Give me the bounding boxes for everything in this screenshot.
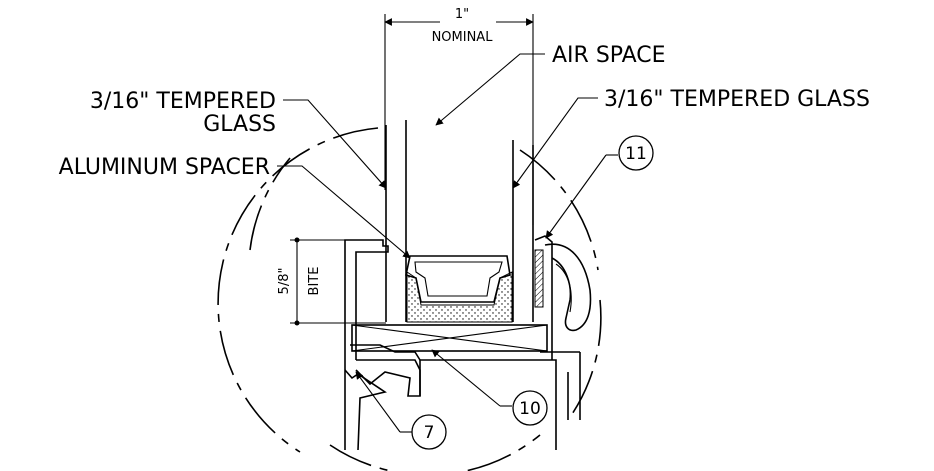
nominal-dimension-label: NOMINAL: [432, 30, 494, 45]
right-glass-label: 3/16" TEMPERED GLASS: [604, 87, 870, 112]
nominal-dimension: 1" NOMINAL: [384, 7, 534, 225]
spacer-callout: ALUMINUM SPACER: [59, 155, 411, 259]
air-space-label: AIR SPACE: [552, 43, 666, 68]
right-glass-callout: 3/16" TEMPERED GLASS: [512, 87, 870, 189]
callout-10: 10: [431, 349, 548, 426]
glazing-bead: [544, 243, 592, 332]
nominal-dimension-value: 1": [455, 7, 469, 22]
left-glass-label-line1: 3/16" TEMPERED: [90, 89, 276, 114]
callout-10-number: 10: [519, 399, 541, 419]
setting-block: [351, 324, 548, 352]
bite-dimension-label: BITE: [307, 267, 322, 296]
callout-7-number: 7: [424, 423, 435, 443]
spacer-label: ALUMINUM SPACER: [59, 155, 270, 180]
right-glass-lite: [512, 140, 534, 322]
bite-dimension-value: 5/8": [277, 268, 292, 295]
left-glass-callout: 3/16" TEMPERED GLASS: [90, 89, 387, 189]
left-glass-label-line2: GLASS: [203, 112, 276, 137]
secondary-sealant: [406, 271, 513, 323]
callout-7: 7: [355, 371, 447, 450]
frame-profile: [344, 235, 581, 451]
callout-11-number: 11: [625, 144, 647, 164]
wedge-gasket: [534, 249, 544, 308]
bite-dimension: 5/8" BITE: [277, 237, 386, 326]
left-glass-lite: [385, 120, 407, 322]
callout-11: 11: [545, 135, 654, 239]
aluminum-spacer: [405, 255, 511, 303]
air-space-callout: AIR SPACE: [435, 43, 666, 126]
